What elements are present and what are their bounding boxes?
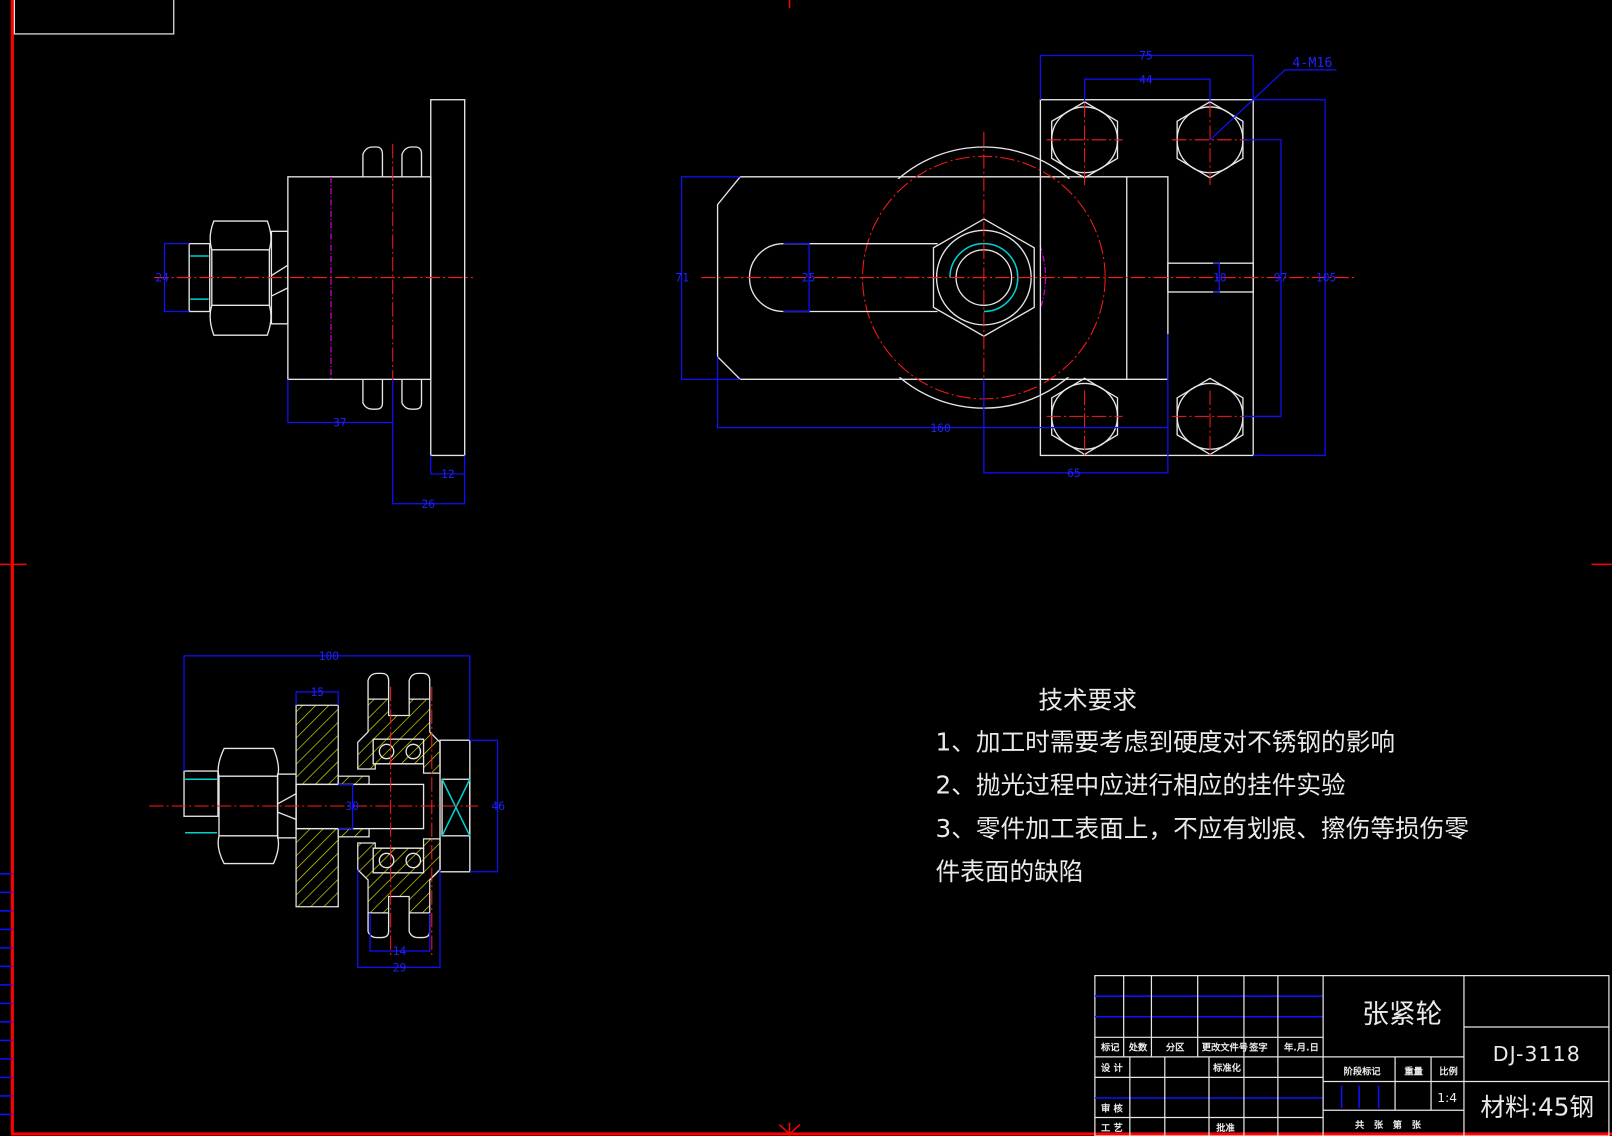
tb-sheets: 共 张 第 张 (1355, 1119, 1422, 1131)
title-block: 标记 处数 分区 更改文件号 签字 年.月.日 设 计 标准化 审 核 工 艺 … (1094, 975, 1610, 1136)
tech-req-title: 技术要求 (1038, 685, 1137, 714)
tb-sign: 签字 (1248, 1042, 1268, 1054)
material: 材料:45钢 (1480, 1092, 1594, 1121)
tb-weight: 重量 (1404, 1065, 1423, 1077)
thread-callout-4-m16: 4-M16 (1292, 56, 1332, 71)
tech-req-line-1: 1、加工时需要考虑到硬度对不锈钢的影响 (936, 727, 1396, 756)
dim-46: 46 (491, 800, 505, 813)
tb-date: 年.月.日 (1284, 1042, 1319, 1054)
dim-105: 105 (1316, 272, 1336, 285)
dim-65: 65 (1067, 467, 1081, 480)
tb-count: 处数 (1128, 1042, 1148, 1054)
dim-160: 160 (930, 422, 951, 435)
tb-process: 工 艺 (1101, 1122, 1123, 1134)
dim-29: 29 (393, 962, 407, 975)
tb-change-doc: 更改文件号 (1202, 1042, 1248, 1054)
scale-value: 1:4 (1437, 1091, 1457, 1105)
dim-30: 30 (345, 800, 359, 813)
section-view: 100 15 30 46 14 29 (149, 650, 505, 975)
tb-stage-mark: 阶段标记 (1344, 1065, 1382, 1077)
dim-10: 10 (1213, 272, 1227, 285)
dim-24: 24 (155, 272, 169, 285)
side-view: 24 37 12 26 (154, 99, 473, 511)
tb-standardize: 标准化 (1212, 1062, 1241, 1074)
technical-requirements: 技术要求 1、加工时需要考虑到硬度对不锈钢的影响 2、抛光过程中应进行相应的挂件… (936, 685, 1469, 886)
dim-14: 14 (393, 945, 407, 958)
dim-71: 71 (675, 272, 689, 285)
tech-req-line-2: 2、抛光过程中应进行相应的挂件实验 (936, 771, 1347, 800)
tb-ratio: 比例 (1439, 1065, 1457, 1077)
tb-approve: 批准 (1216, 1122, 1235, 1134)
dim-100: 100 (319, 650, 340, 663)
tb-mark: 标记 (1100, 1042, 1120, 1054)
dim-44: 44 (1139, 73, 1153, 86)
tb-review: 审 核 (1101, 1102, 1123, 1114)
dim-25: 25 (802, 272, 816, 285)
drawing-number: DJ-3118 (1493, 1042, 1581, 1066)
dim-75: 75 (1139, 50, 1153, 63)
tb-design: 设 计 (1101, 1062, 1123, 1074)
front-view: 75 44 4-M16 71 25 160 65 10 97 105 (675, 50, 1358, 480)
dim-26: 26 (422, 498, 436, 511)
tech-req-line-4: 件表面的缺陷 (936, 857, 1084, 886)
dim-97: 97 (1274, 272, 1288, 285)
part-name: 张紧轮 (1362, 999, 1442, 1030)
tech-req-line-3: 3、零件加工表面上，不应有划痕、擦伤等损伤零 (936, 814, 1469, 843)
tb-zone: 分区 (1166, 1042, 1185, 1054)
dim-15: 15 (310, 686, 324, 699)
dim-37: 37 (333, 417, 347, 430)
dim-12: 12 (441, 468, 455, 481)
